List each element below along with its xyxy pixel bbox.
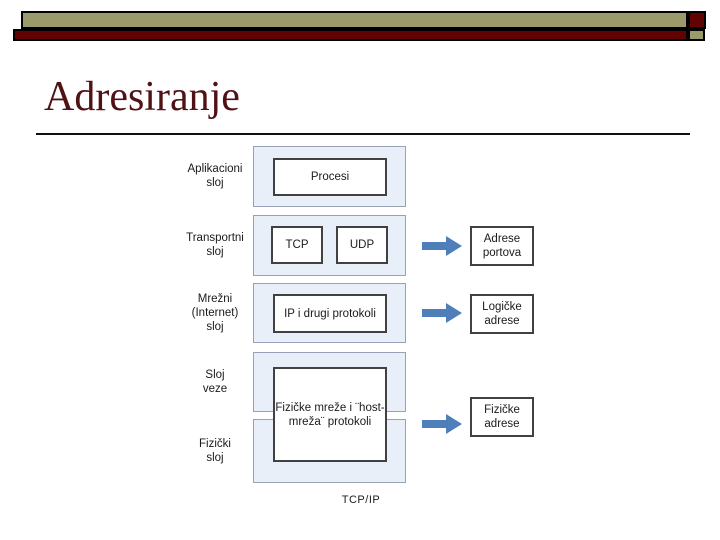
- port-addresses-box: Adrese portova: [470, 226, 534, 266]
- layer-label-fizicki: Fizički sloj: [199, 438, 231, 464]
- arrow-physical-icon: [422, 414, 462, 434]
- header-red-bar: [13, 29, 688, 41]
- slide-title: Adresiranje: [44, 74, 240, 120]
- logical-addresses-box: Logičke adrese: [470, 294, 534, 334]
- title-underline: [36, 133, 690, 135]
- arrow-logical-icon: [422, 303, 462, 323]
- arrow-ports-icon: [422, 236, 462, 256]
- header-red-square: [688, 11, 706, 29]
- udp-box: UDP: [336, 226, 388, 264]
- ip-protocols-box: IP i drugi protokoli: [273, 294, 387, 333]
- physical-addresses-box: Fizičke adrese: [470, 397, 534, 437]
- header-olive-square: [688, 29, 705, 41]
- procesi-box: Procesi: [273, 158, 387, 196]
- layer-label-aplikacioni: Aplikacioni sloj: [187, 163, 243, 189]
- diagram-caption: TCP/IP: [341, 494, 381, 506]
- layer-label-mrezni: Mrežni (Internet) sloj: [191, 293, 239, 333]
- tcp-box: TCP: [271, 226, 323, 264]
- layer-label-transportni: Transportni sloj: [186, 232, 244, 258]
- header-olive-bar: [21, 11, 688, 29]
- physical-networks-box: Fizičke mreže i ¨host- mreža¨ protokoli: [273, 367, 387, 462]
- layer-label-sloj-veze: Sloj veze: [202, 369, 228, 395]
